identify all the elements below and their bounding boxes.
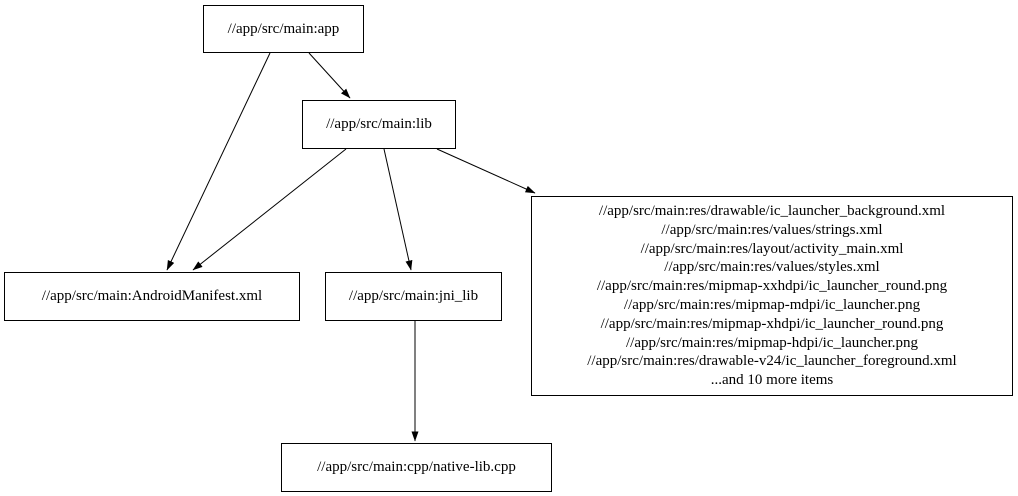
node-android-manifest: //app/src/main:AndroidManifest.xml: [4, 272, 300, 321]
resource-line: //app/src/main:res/layout/activity_main.…: [640, 240, 904, 257]
node-lib-label: //app/src/main:lib: [326, 116, 432, 132]
edge-app-to-lib: [308, 52, 351, 99]
edge-lib-to-jni-lib: [383, 148, 413, 271]
node-app: //app/src/main:app: [203, 5, 364, 53]
resource-line: //app/src/main:res/mipmap-xxhdpi/ic_laun…: [596, 278, 948, 295]
resource-line: //app/src/main:res/mipmap-mdpi/ic_launch…: [623, 297, 921, 313]
resource-line: //app/src/main:res/drawable/ic_launcher_…: [598, 203, 946, 220]
node-resources: //app/src/main:res/drawable/ic_launcher_…: [531, 196, 1013, 396]
node-jni-lib: //app/src/main:jni_lib: [325, 272, 502, 321]
resource-line: ...and 10 more items: [710, 372, 834, 389]
resource-line: //app/src/main:res/mipmap-xhdpi/ic_launc…: [600, 315, 944, 332]
node-app-label: //app/src/main:app: [227, 20, 340, 37]
edge-lib-to-android-manifest: [192, 148, 347, 271]
node-lib: //app/src/main:lib: [302, 100, 456, 149]
resource-line: //app/src/main:res/drawable-v24/ic_launc…: [587, 353, 957, 370]
edge-lib-to-resources: [436, 148, 536, 194]
node-jni-lib-label: //app/src/main:jni_lib: [348, 288, 479, 304]
node-native-lib-cpp: //app/src/main:cpp/native-lib.cpp: [281, 443, 552, 492]
resource-line: //app/src/main:res/mipmap-hdpi/ic_launch…: [625, 334, 918, 351]
node-android-manifest-label: //app/src/main:AndroidManifest.xml: [41, 288, 263, 304]
resource-line: //app/src/main:res/values/strings.xml: [661, 221, 883, 238]
edge-app-to-android-manifest: [166, 52, 271, 271]
resource-line: //app/src/main:res/values/styles.xml: [664, 259, 880, 276]
node-native-lib-cpp-label: //app/src/main:cpp/native-lib.cpp: [317, 459, 516, 475]
